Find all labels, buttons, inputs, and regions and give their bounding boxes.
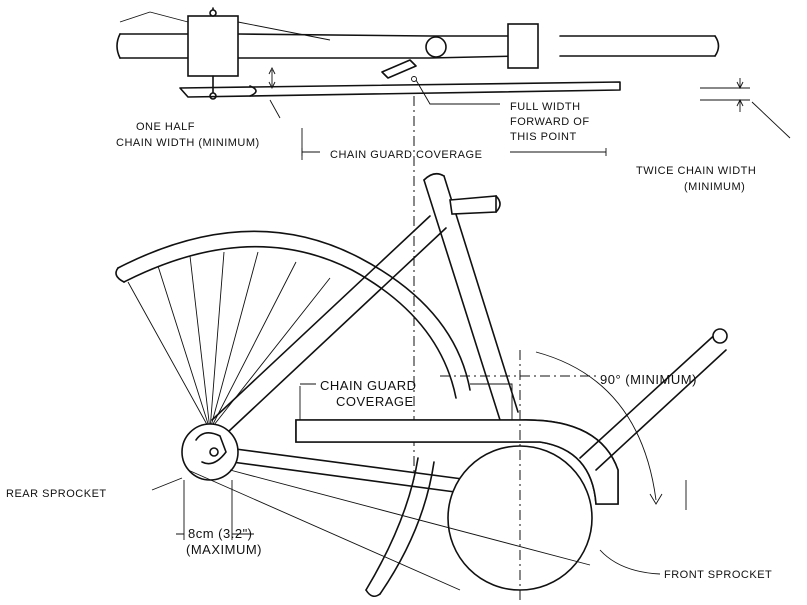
label-full-width-1: FULL WIDTH — [510, 101, 581, 113]
coverage-side-left — [299, 383, 316, 420]
label-full-width-3: THIS POINT — [510, 131, 577, 143]
label-one-half-2: CHAIN WIDTH (MINIMUM) — [116, 137, 260, 149]
half-width-arrow — [268, 66, 276, 90]
tube-break-ends — [116, 33, 720, 59]
top-tube-lower-edge — [119, 55, 716, 59]
chain-stay — [227, 447, 471, 495]
chain-guard-overlay — [295, 419, 619, 505]
label-ninety: 90° (MINIMUM) — [600, 372, 697, 387]
label-twice-2: (MINIMUM) — [684, 181, 745, 193]
fender-break-end — [115, 267, 125, 283]
label-eight-cm-2: (MAXIMUM) — [186, 542, 262, 557]
label-chain-guard-2: COVERAGE — [336, 394, 414, 409]
rear-fender-inner — [123, 245, 457, 399]
front-sprocket-leader — [599, 549, 661, 575]
full-width-leader — [415, 79, 500, 105]
label-rear-sprocket: REAR SPROCKET — [6, 488, 107, 500]
rear-axle-side — [209, 447, 219, 457]
chain-guard-top — [179, 81, 621, 98]
rear-hub-block — [187, 15, 239, 77]
axle-nut-top — [209, 9, 217, 17]
label-eight-cm-1: 8cm (3.2") — [188, 526, 253, 541]
stay-lines — [119, 11, 331, 41]
coverage-top-left-arrow — [301, 148, 320, 156]
pedal-arm — [381, 59, 417, 79]
label-chain-guard-1: CHAIN GUARD — [320, 378, 417, 393]
guard-rear-curl — [249, 85, 257, 97]
eight-cm-ext — [183, 480, 233, 540]
full-width-point — [411, 76, 417, 82]
rear-fender-outer — [117, 230, 471, 391]
ninety-degree-arc — [535, 351, 657, 501]
label-one-half-1: ONE HALF — [136, 121, 195, 133]
rear-sprocket-leader — [151, 477, 183, 491]
coverage-top-right-arrow — [510, 148, 607, 156]
half-width-leader — [269, 99, 281, 119]
crank-end — [712, 328, 728, 344]
seat-clamp-block — [507, 23, 539, 69]
side-view — [115, 172, 728, 600]
coverage-side-right — [470, 383, 513, 420]
dropout — [195, 432, 227, 465]
front-strut — [365, 457, 435, 595]
seat-stay-tube — [211, 215, 447, 433]
twice-width-leader — [751, 101, 791, 139]
chain-lines — [187, 469, 591, 591]
twice-width-dimension — [700, 78, 750, 112]
label-front-sprocket: FRONT SPROCKET — [664, 569, 772, 581]
crank-arm — [579, 329, 727, 471]
label-full-width-2: FORWARD OF — [510, 116, 590, 128]
seat-tube-top — [423, 172, 445, 181]
bottom-bracket-joint — [425, 36, 447, 58]
seat-post — [449, 195, 497, 215]
wheel-spokes — [127, 251, 331, 431]
label-twice-1: TWICE CHAIN WIDTH — [636, 165, 756, 177]
top-view — [116, 7, 791, 160]
seat-tube — [423, 175, 519, 421]
strut-end — [365, 589, 381, 598]
seat-post-end — [495, 195, 501, 213]
label-coverage-top: CHAIN GUARD COVERAGE — [330, 149, 482, 161]
ninety-arrow-head — [649, 493, 663, 505]
